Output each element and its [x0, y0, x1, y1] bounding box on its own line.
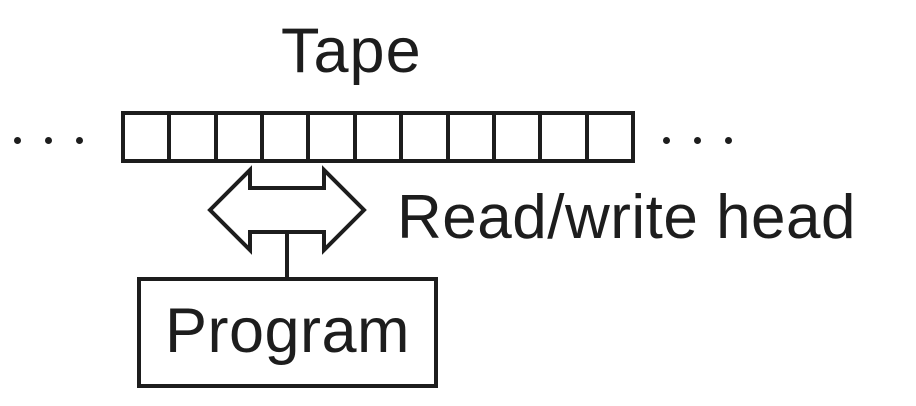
tape-cells	[121, 111, 635, 163]
ellipsis-dot	[14, 137, 21, 144]
tape-cell	[310, 115, 357, 159]
ellipsis-dot	[694, 137, 701, 144]
program-label: Program	[164, 296, 411, 366]
double-arrow-icon	[207, 165, 367, 255]
tape-cell	[125, 115, 172, 159]
program-box: Program	[137, 277, 438, 388]
ellipsis-dot	[45, 137, 52, 144]
tape-cell	[217, 115, 265, 159]
tape-title: Tape	[281, 16, 422, 86]
ellipsis-dot	[663, 137, 670, 144]
tape-cell	[264, 115, 311, 159]
ellipsis-dot	[725, 137, 732, 144]
tape-cell	[403, 115, 450, 159]
read-write-head-label: Read/write head	[397, 183, 856, 252]
tape-cell	[495, 115, 543, 159]
tape-ellipsis-right-icon	[663, 137, 732, 144]
tape-cell	[356, 115, 404, 159]
ellipsis-dot	[76, 137, 83, 144]
tape-cell	[542, 115, 589, 159]
tape-cell	[449, 115, 496, 159]
tape-ellipsis-left-icon	[14, 137, 83, 144]
tape-cell	[171, 115, 218, 159]
tape-cell	[588, 115, 631, 159]
